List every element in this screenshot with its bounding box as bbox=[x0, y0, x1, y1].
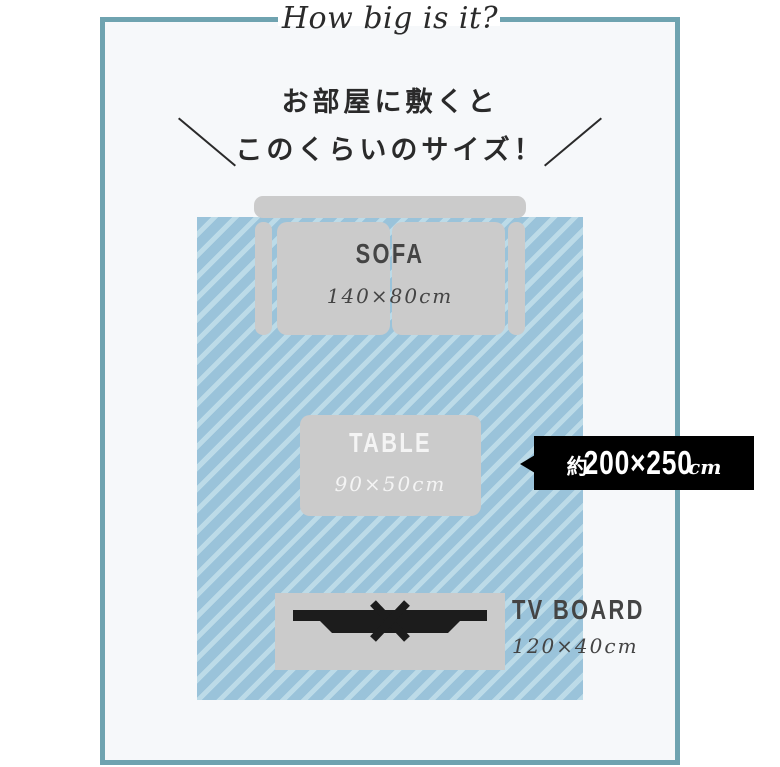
sofa-right-arm bbox=[508, 222, 525, 335]
tv-board-size: 120×40cm bbox=[512, 634, 639, 658]
sofa-left-seat bbox=[277, 222, 390, 335]
tv-board-name: TV BOARD bbox=[512, 594, 645, 625]
badge-pointer-icon bbox=[520, 455, 535, 473]
rug-size-badge: 約200×250cm bbox=[534, 436, 754, 490]
table-size: 90×50cm bbox=[334, 472, 447, 496]
tv-board-label: TV BOARD 120×40cm bbox=[512, 594, 662, 658]
sofa-size: 140×80cm bbox=[326, 284, 454, 308]
sofa-back-shape bbox=[254, 196, 526, 218]
table-name: TABLE bbox=[349, 427, 432, 458]
page-title: How big is it? bbox=[281, 1, 499, 36]
table-shape: TABLE 90×50cm bbox=[300, 415, 481, 516]
size-value: 200×250 bbox=[583, 444, 693, 481]
size-unit: cm bbox=[688, 455, 722, 479]
sofa-name: SOFA bbox=[355, 238, 425, 269]
headline-line-2: このくらいのサイズ！ bbox=[235, 135, 545, 166]
tv-board-shape bbox=[275, 593, 505, 670]
tv-icon bbox=[293, 600, 487, 642]
size-prefix: 約 bbox=[566, 455, 588, 479]
headline-line-1: お部屋に敷くと bbox=[281, 87, 499, 118]
title-gap bbox=[278, 0, 500, 26]
sofa-left-arm bbox=[255, 222, 272, 335]
sofa-right-seat bbox=[392, 222, 505, 335]
